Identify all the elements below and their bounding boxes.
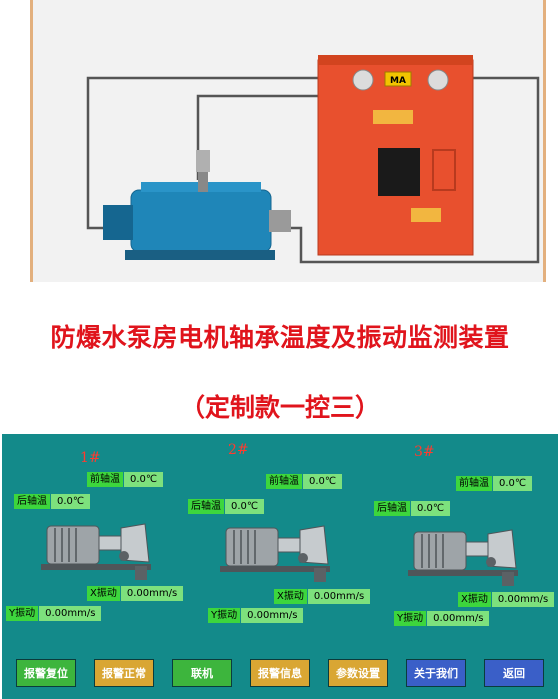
pump-motor-icon [41, 523, 151, 580]
x-vibration-value: 0.00mm/s [306, 589, 371, 604]
x-vibration-value: 0.00mm/s [490, 592, 555, 607]
pump-motor-icon [408, 529, 518, 586]
rear-bearing-temp-value: 0.0℃ [224, 499, 265, 514]
about-us-button[interactable]: 关于我们 [406, 659, 466, 687]
alarm-info-button[interactable]: 报警信息 [250, 659, 310, 687]
alarm-reset-button[interactable]: 报警复位 [16, 659, 76, 687]
x-vibration-value: 0.00mm/s [119, 586, 184, 601]
x-vibration-label: X振动 [87, 586, 120, 601]
front-bearing-temp-label: 前轴温 [87, 472, 123, 487]
pump-motor-icon [220, 525, 330, 582]
unit-number: 3# [414, 444, 435, 460]
y-vibration-label: Y振动 [6, 606, 39, 621]
rear-bearing-temp-value: 0.0℃ [410, 501, 451, 516]
product-photo: MA [30, 0, 546, 282]
y-vibration-value: 0.00mm/s [38, 606, 102, 621]
x-vibration-label: X振动 [274, 589, 307, 604]
x-vibration-label: X振动 [458, 592, 491, 607]
rear-bearing-temp-label: 后轴温 [14, 494, 50, 509]
alarm-normal-button[interactable]: 报警正常 [94, 659, 154, 687]
front-bearing-temp-label: 前轴温 [456, 476, 492, 491]
control-button-bar: 报警复位 报警正常 联机 报警信息 参数设置 关于我们 返回 [2, 659, 558, 689]
certification-plate: MA [390, 76, 406, 86]
online-button[interactable]: 联机 [172, 659, 232, 687]
y-vibration-value: 0.00mm/s [426, 611, 490, 626]
front-bearing-temp-label: 前轴温 [266, 474, 302, 489]
front-bearing-temp-value: 0.0℃ [123, 472, 164, 487]
y-vibration-label: Y振动 [208, 608, 241, 623]
parameter-settings-button[interactable]: 参数设置 [328, 659, 388, 687]
y-vibration-value: 0.00mm/s [240, 608, 304, 623]
rear-bearing-temp-label: 后轴温 [188, 499, 224, 514]
unit-number: 1# [80, 450, 101, 466]
back-button[interactable]: 返回 [484, 659, 544, 687]
front-bearing-temp-value: 0.0℃ [492, 476, 533, 491]
front-bearing-temp-value: 0.0℃ [302, 474, 343, 489]
product-subtitle: （定制款一控三） [179, 393, 380, 422]
unit-number: 2# [228, 442, 249, 458]
device-illustration: MA [86, 55, 540, 264]
product-title: 防爆水泵房电机轴承温度及振动监测装置 [50, 323, 510, 352]
y-vibration-label: Y振动 [394, 611, 427, 626]
rear-bearing-temp-value: 0.0℃ [50, 494, 91, 509]
rear-bearing-temp-label: 后轴温 [374, 501, 410, 516]
